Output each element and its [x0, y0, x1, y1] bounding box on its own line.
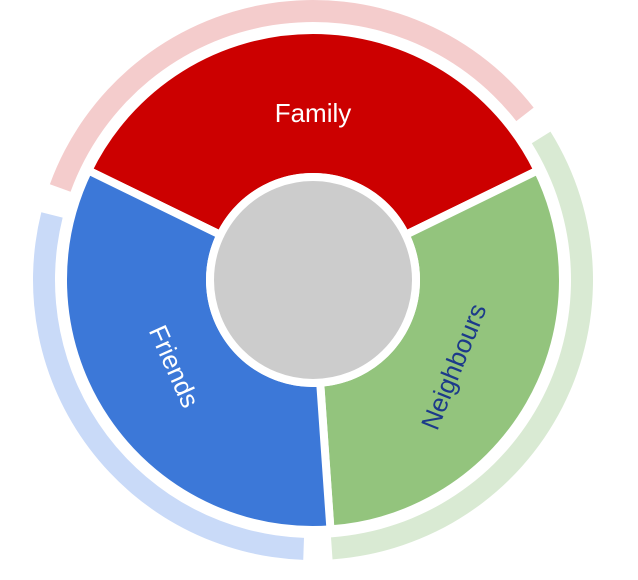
center-circle — [206, 173, 420, 387]
outer-ring-family — [49, 0, 534, 192]
label-family: Family — [275, 98, 352, 128]
outer-ring-neighbours — [331, 131, 593, 560]
